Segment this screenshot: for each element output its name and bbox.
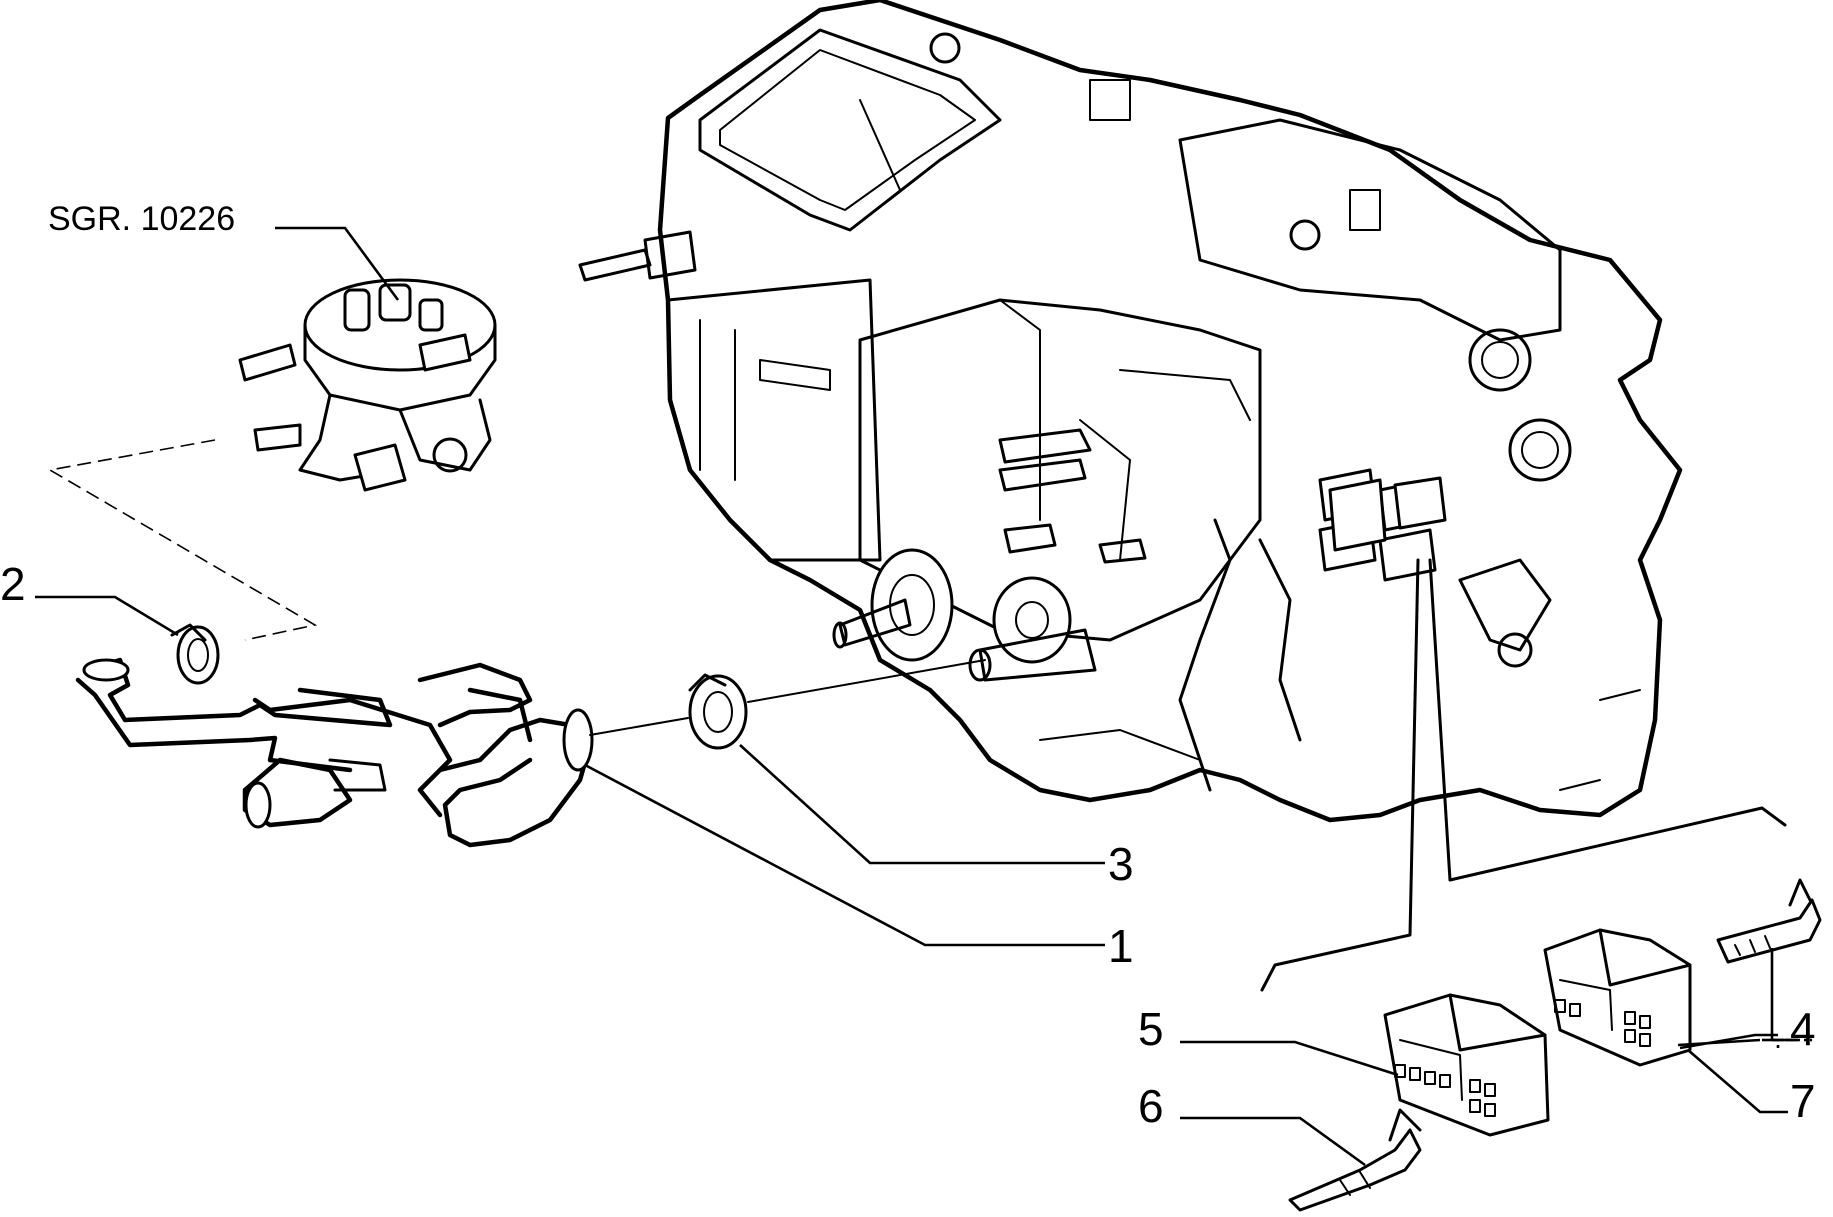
- connector-housing-small: [1543, 928, 1692, 1067]
- heater-housing-assembly: [578, 0, 1683, 823]
- hose-clamp-large: [688, 673, 748, 750]
- connector-group-bracket-left: [1260, 558, 1420, 992]
- callout-6: 6: [1138, 1080, 1164, 1132]
- callout-7: 7: [1790, 1075, 1816, 1127]
- heater-hose: [75, 657, 594, 848]
- callout-4: 4: [1790, 1003, 1816, 1055]
- leader-lines: [35, 226, 1812, 1167]
- terminal-pin-left: [1288, 1108, 1422, 1212]
- leader-line-7: [1687, 1049, 1788, 1114]
- hose-clamp-small: [170, 623, 220, 685]
- callout-3: 3: [1108, 838, 1134, 890]
- throttle-body-assembly: [238, 278, 497, 492]
- callout-1: 1: [1108, 920, 1134, 972]
- connector-housing-large: [1383, 993, 1550, 1137]
- alignment-line: [589, 717, 689, 736]
- reference-dashed-line: [47, 439, 318, 641]
- callout-5: 5: [1138, 1003, 1164, 1055]
- callout-2: 2: [0, 558, 26, 610]
- connector-group-bracket-right: [1428, 558, 1787, 882]
- terminal-pin-right: [1716, 878, 1822, 964]
- reference-label: SGR. 10226: [48, 200, 235, 238]
